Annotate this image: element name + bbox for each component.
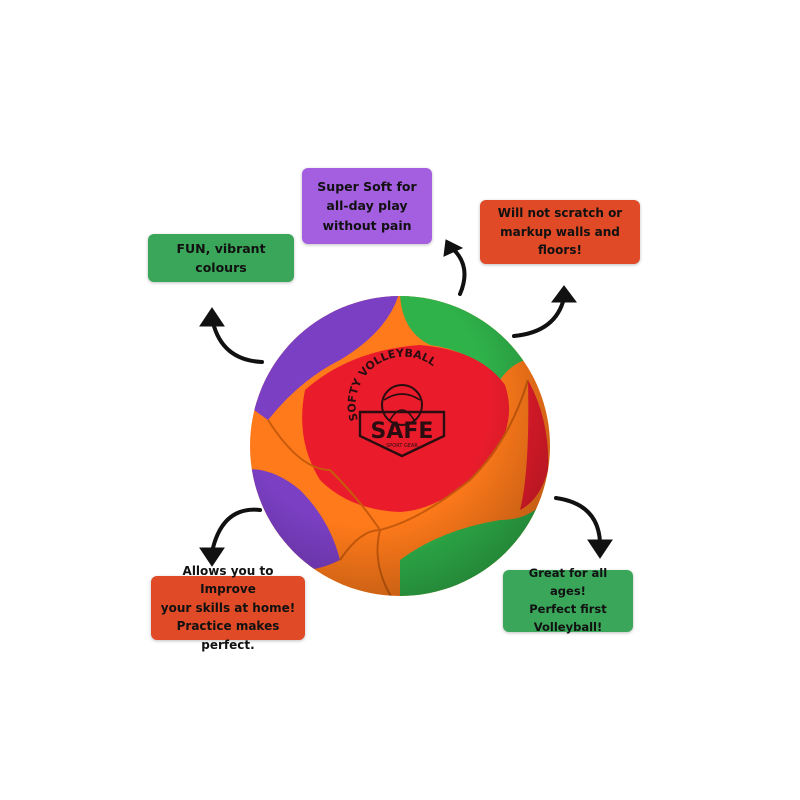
callout-fun-colours: FUN, vibrant colours: [148, 234, 294, 282]
callout-no-scratch: Will not scratch or markup walls and flo…: [480, 200, 640, 264]
callout-improve-skills: Allows you to Improve your skills at hom…: [151, 564, 305, 652]
callout-super-soft: Super Soft for all-day play without pain: [302, 168, 432, 244]
callout-all-ages: Great for all ages! Perfect first Volley…: [503, 566, 633, 634]
arrow-icon: [199, 307, 264, 364]
logo-sub-text: SPORT GEAR: [386, 443, 418, 449]
arrow-icon: [199, 507, 262, 567]
arrow-icon: [512, 285, 577, 338]
arrow-icon: [554, 496, 613, 559]
logo-badge-text: SAFE: [371, 419, 434, 444]
arrows: [199, 239, 613, 567]
arrow-icon: [443, 239, 467, 296]
